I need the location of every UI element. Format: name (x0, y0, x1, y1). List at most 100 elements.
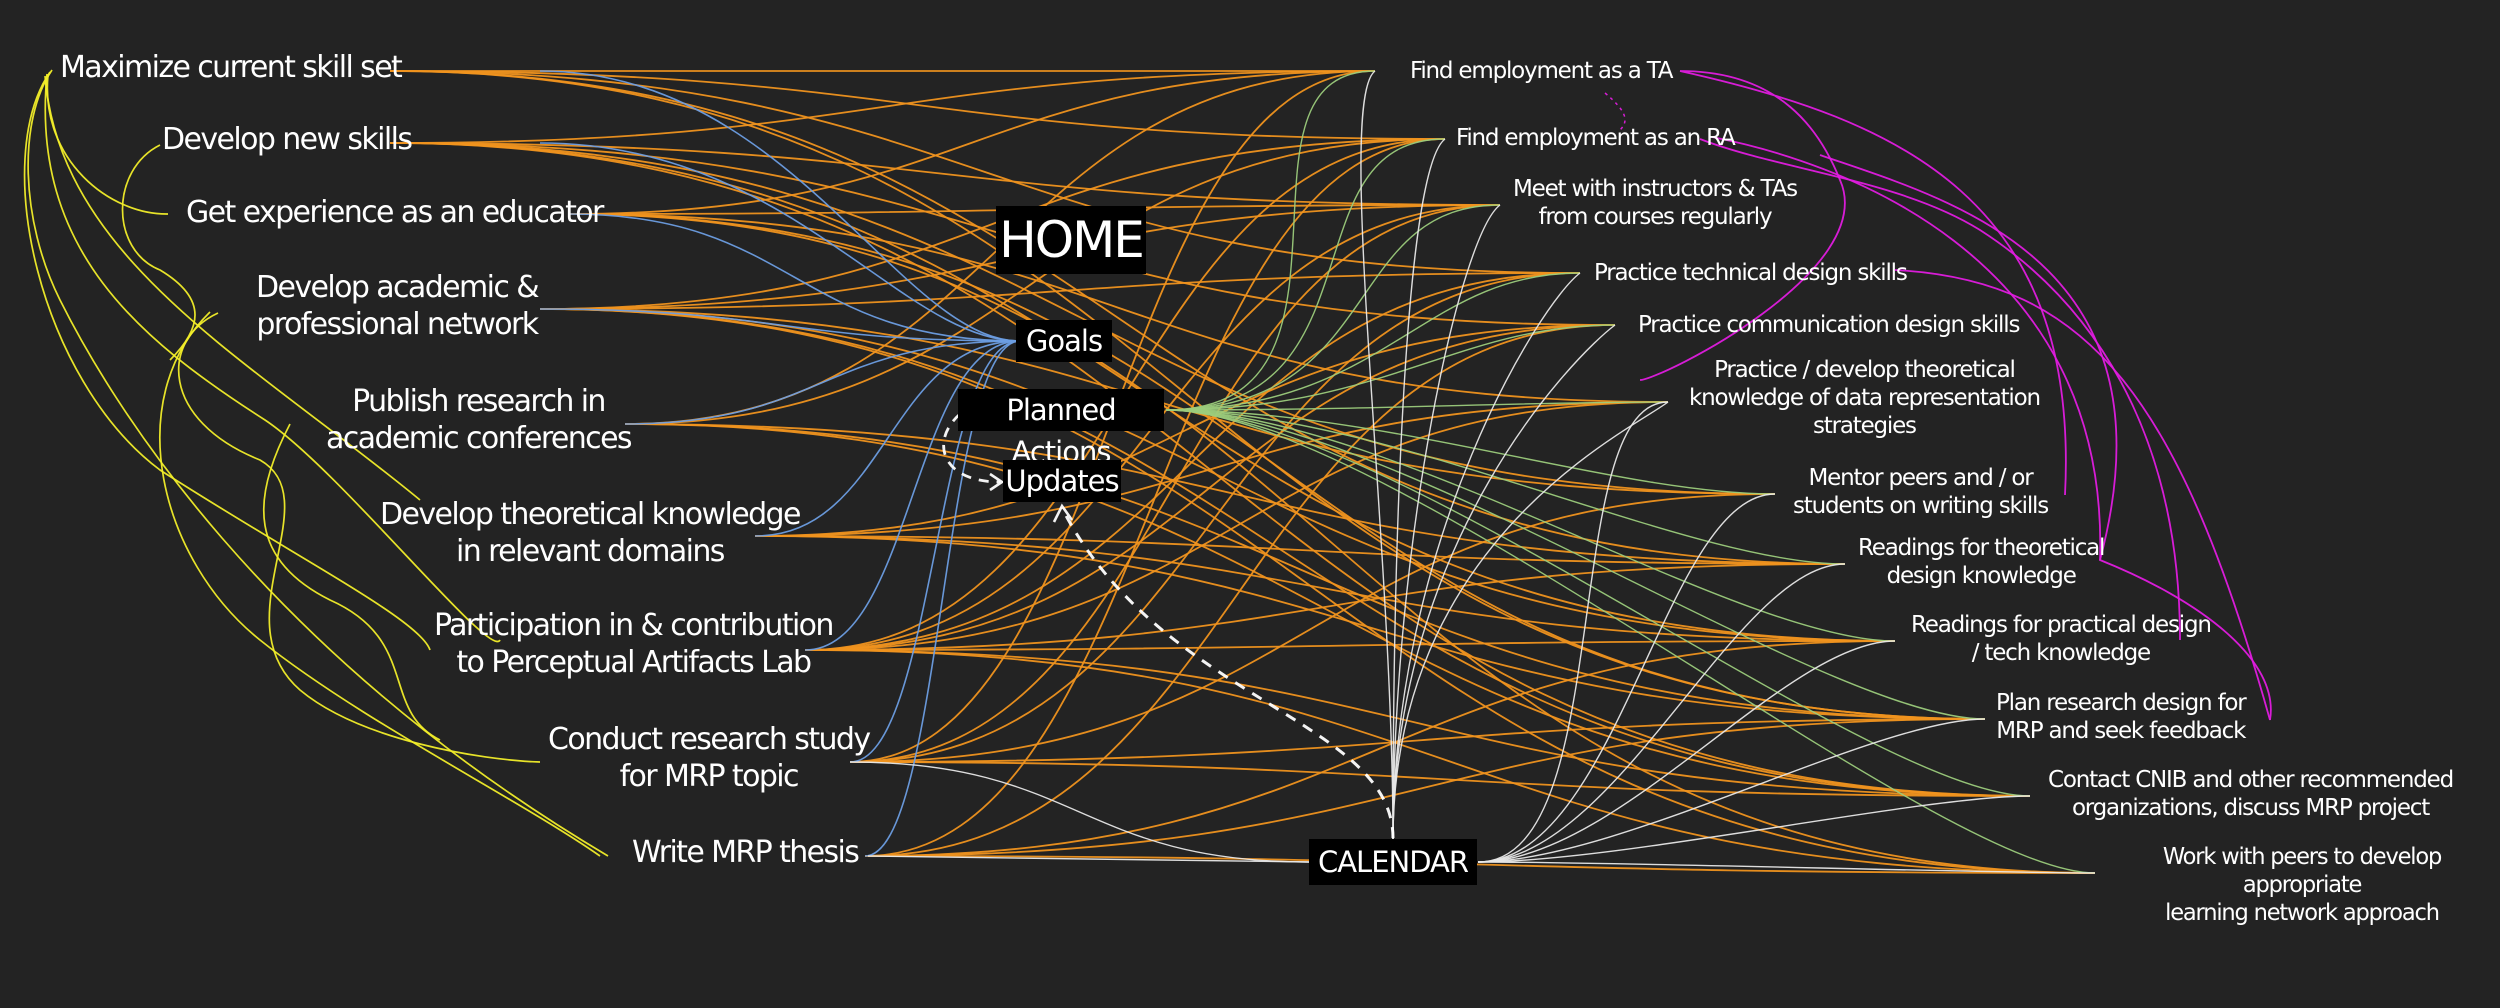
planned-actions-hub[interactable]: Planned Actions (958, 389, 1164, 469)
connector-86 (1477, 861, 2096, 874)
updates-hub[interactable]: Updates (1003, 460, 1121, 502)
connector-53 (539, 70, 1021, 342)
connector-96 (44, 73, 501, 643)
connector-49 (864, 324, 1616, 857)
connector-30 (754, 535, 1846, 565)
connector-66 (1165, 324, 1616, 411)
connector-46 (849, 718, 1986, 763)
connector-18 (539, 272, 1581, 310)
connector-43 (849, 204, 1501, 763)
connector-75 (1392, 138, 1446, 841)
action-meet-instructors[interactable]: Meet with instructors & TAs from courses… (1513, 176, 1798, 231)
connector-22 (539, 308, 2096, 874)
connector-99 (177, 312, 541, 763)
goal-theoretical-knowledge[interactable]: Develop theoretical knowledge in relevan… (380, 497, 801, 569)
action-contact-cnib[interactable]: Contact CNIB and other recommended organ… (2048, 767, 2454, 822)
connector-24 (624, 138, 1446, 425)
connector-8 (389, 142, 1776, 495)
action-mentor-writing[interactable]: Mentor peers and / or students on writin… (1793, 465, 2049, 520)
connector-48 (864, 138, 1446, 857)
action-peer-learning-network[interactable]: Work with peers to develop appropriate l… (2162, 844, 2442, 927)
connector-20 (539, 308, 1896, 642)
connector-44 (849, 272, 1581, 763)
connector-94 (23, 71, 431, 651)
connector-91 (1052, 503, 1074, 523)
connector-95 (46, 74, 169, 215)
connector-56 (539, 308, 1021, 342)
connector-27 (624, 423, 2031, 797)
connector-90 (1060, 507, 1395, 839)
goal-write-mrp-thesis[interactable]: Write MRP thesis (632, 835, 860, 870)
connector-77 (1392, 272, 1581, 841)
action-readings-theoretical[interactable]: Readings for theoretical design knowledg… (1858, 535, 2105, 590)
connector-64 (1165, 204, 1501, 411)
connector-58 (754, 340, 1021, 537)
connector-78 (1392, 324, 1616, 841)
connector-87 (849, 761, 1310, 863)
connector-35 (804, 272, 1581, 651)
connector-50 (864, 640, 1896, 857)
connector-101 (159, 311, 601, 857)
goal-academic-network[interactable]: Develop academic & professional network (256, 270, 540, 342)
connector-62 (1165, 70, 1376, 411)
connector-45 (849, 493, 1776, 763)
action-readings-practical[interactable]: Readings for practical design / tech kno… (1911, 612, 2212, 667)
home-hub[interactable]: HOME (996, 206, 1146, 274)
connector-38 (804, 563, 1846, 651)
connector-54 (539, 142, 1021, 342)
connector-16 (539, 138, 1446, 310)
connector-76 (1392, 204, 1501, 841)
connector-13 (569, 213, 1669, 403)
calendar-hub[interactable]: CALENDAR (1309, 839, 1477, 885)
connector-41 (804, 649, 2096, 874)
goal-publish-research[interactable]: Publish research in academic conferences (326, 384, 633, 456)
connector-40 (804, 649, 2031, 797)
connector-5 (389, 70, 1376, 144)
connector-63 (1165, 138, 1446, 411)
goal-perceptual-artifacts-lab[interactable]: Participation in & contribution to Perce… (434, 608, 834, 680)
goals-hub[interactable]: Goals (1016, 320, 1112, 362)
connector-80 (1477, 401, 1669, 863)
connector-93 (27, 69, 609, 857)
action-employment-ta[interactable]: Find employment as a TA (1410, 58, 1674, 84)
connector-81 (1477, 493, 1776, 863)
connector-60 (849, 340, 1021, 763)
goal-educator-experience[interactable]: Get experience as an educator (186, 195, 604, 230)
connector-105 (1894, 269, 2271, 721)
connector-71 (1165, 409, 1986, 720)
connector-2 (389, 70, 1581, 274)
connector-85 (1477, 795, 2031, 863)
action-communication-design-skills[interactable]: Practice communication design skills (1638, 312, 2020, 338)
connector-21 (539, 308, 2031, 797)
connector-103 (1711, 136, 2101, 561)
connector-55 (569, 213, 1021, 342)
action-plan-research-design[interactable]: Plan research design for MRP and seek fe… (1996, 690, 2247, 745)
connector-74 (1360, 70, 1394, 841)
connector-29 (754, 401, 1669, 537)
connector-84 (1477, 718, 1986, 863)
action-technical-design-skills[interactable]: Practice technical design skills (1594, 260, 1908, 286)
connector-92 (989, 472, 1005, 492)
connector-106 (1819, 154, 2272, 721)
connector-32 (754, 535, 1986, 720)
action-data-representation-knowledge[interactable]: Practice / develop theoretical knowledge… (1689, 357, 2041, 440)
connector-97 (44, 75, 421, 501)
connector-61 (864, 340, 1021, 857)
connector-79 (1392, 401, 1669, 841)
connector-67 (1165, 401, 1669, 411)
connector-107 (1604, 92, 1626, 131)
connector-69 (1165, 409, 1846, 565)
connector-51 (864, 718, 1986, 857)
connector-57 (624, 340, 1021, 425)
action-employment-ra[interactable]: Find employment as an RA (1456, 125, 1736, 151)
connector-14 (569, 213, 1986, 720)
connector-88 (867, 855, 1310, 863)
connector-89 (942, 412, 1001, 484)
goal-maximize-skill-set[interactable]: Maximize current skill set (60, 50, 403, 85)
goal-conduct-research-study[interactable]: Conduct research study for MRP topic (548, 722, 871, 794)
connector-83 (1477, 640, 1896, 863)
goal-develop-new-skills[interactable]: Develop new skills (162, 122, 413, 157)
connector-82 (1477, 563, 1846, 863)
connector-26 (624, 423, 1986, 720)
